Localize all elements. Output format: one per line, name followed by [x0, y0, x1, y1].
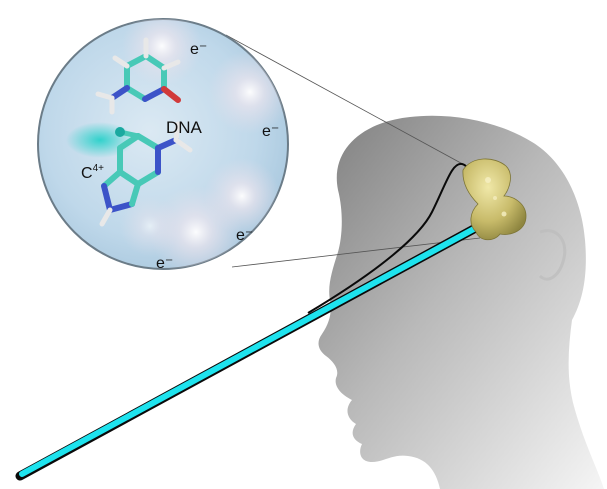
head-silhouette-icon	[318, 115, 604, 489]
ion-label: C4+	[81, 163, 104, 182]
electron-label-3: e⁻	[236, 227, 253, 244]
electron-label-2: e⁻	[262, 123, 279, 140]
zoom-connector-lines	[225, 34, 481, 268]
ion-charge-label: 4+	[93, 163, 105, 174]
electron-label-4: e⁻	[156, 255, 173, 272]
dna-label: DNA	[166, 118, 203, 137]
dna-base-pair-icon	[95, 37, 193, 227]
tumor-icon	[462, 158, 527, 241]
magnifier-inset-icon: e⁻ e⁻ e⁻ e⁻ DNA C4+	[37, 18, 289, 272]
electron-label-1: e⁻	[190, 41, 207, 58]
